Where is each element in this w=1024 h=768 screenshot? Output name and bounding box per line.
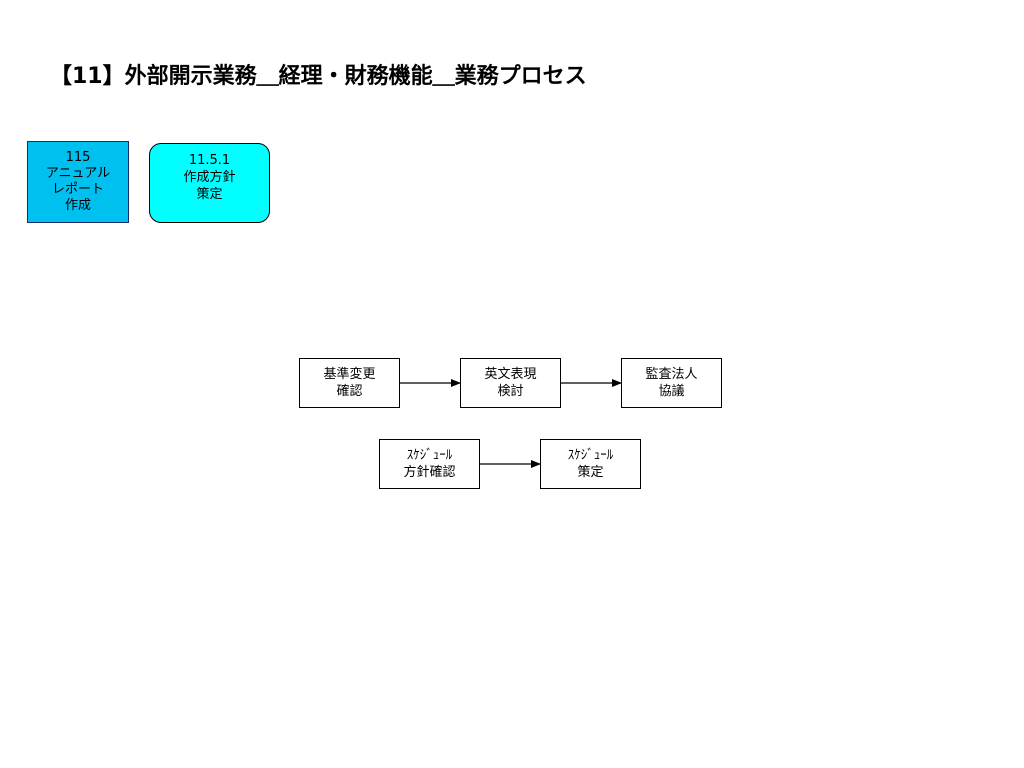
category-box-annual-report[interactable]: 115 アニュアル レポート 作成 [27,141,129,223]
step-label-line: 監査法人 [645,367,698,382]
step-label-line: 方針確認 [403,465,456,480]
process-step-schedule-policy-check[interactable]: ｽｹｼﾞｭｰﾙ 方針確認 [379,439,480,489]
category-code: 115 [65,150,91,165]
step-label-line: ｽｹｼﾞｭｰﾙ [567,448,614,463]
process-step-schedule-planning[interactable]: ｽｹｼﾞｭｰﾙ 策定 [540,439,641,489]
step-label-line: 検討 [497,384,524,399]
step-label-line: 確認 [336,384,363,399]
subprocess-label-line: 作成方針 [183,170,236,185]
page-title: 【11】外部開示業務＿経理・財務機能＿業務プロセス [50,64,587,89]
category-label-line: 作成 [64,198,91,213]
process-step-auditor-consultation[interactable]: 監査法人 協議 [621,358,722,408]
subprocess-box-policy[interactable]: 11.5.1 作成方針 策定 [149,143,270,223]
subprocess-label-line: 策定 [196,187,223,202]
step-label-line: ｽｹｼﾞｭｰﾙ [406,448,453,463]
process-step-standard-change-check[interactable]: 基準変更 確認 [299,358,400,408]
step-label-line: 基準変更 [323,367,376,382]
step-label-line: 策定 [577,465,604,480]
step-label-line: 協議 [658,384,685,399]
process-step-english-expression-review[interactable]: 英文表現 検討 [460,358,561,408]
category-label-line: アニュアル [45,166,111,181]
step-label-line: 英文表現 [484,367,537,382]
subprocess-code: 11.5.1 [188,153,231,168]
category-label-line: レポート [51,182,104,197]
